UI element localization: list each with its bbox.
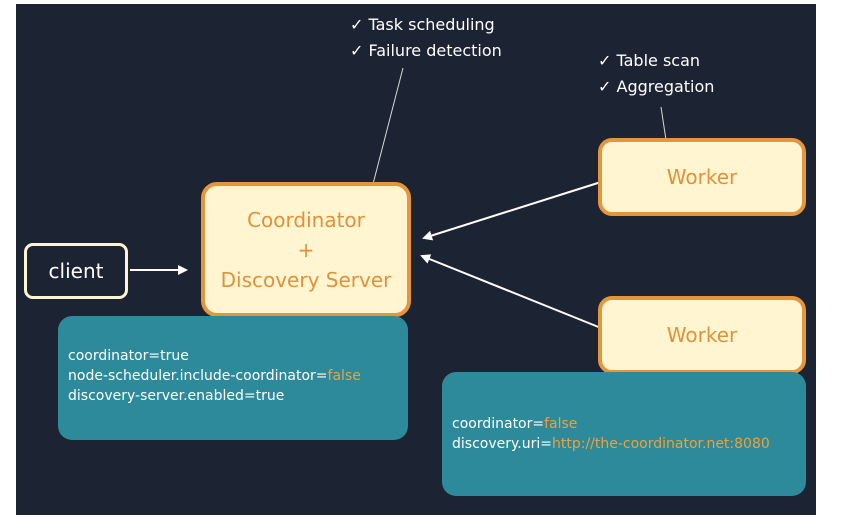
client-box: client bbox=[24, 243, 128, 299]
note-table-scan: ✓ Table scan bbox=[598, 51, 701, 70]
discovery-server-label: Discovery Server bbox=[220, 267, 392, 292]
config-line-discovery-uri: discovery.uri=http://the-coordinator.net… bbox=[452, 434, 806, 454]
coordinator-config-panel: coordinator=true node-scheduler.include-… bbox=[58, 316, 408, 440]
note-task-scheduling: ✓ Task scheduling bbox=[350, 15, 495, 34]
worker-label-2: Worker bbox=[666, 323, 738, 347]
coordinator-plus: + bbox=[297, 237, 315, 262]
note-failure-detection: ✓ Failure detection bbox=[350, 41, 502, 60]
connector-layer bbox=[130, 67, 667, 329]
config-line-discovery-server: discovery-server.enabled=true bbox=[68, 388, 285, 404]
config-value-false: false bbox=[544, 416, 578, 432]
client-label: client bbox=[48, 259, 104, 283]
worker-label-1: Worker bbox=[666, 165, 738, 189]
arrow-worker1-to-coordinator bbox=[422, 181, 602, 241]
coordinator-box: Coordinator + Discovery Server bbox=[201, 182, 411, 317]
arrow-worker2-to-coordinator bbox=[420, 254, 602, 329]
callout-line-coordinator bbox=[372, 67, 404, 185]
config-line-worker-coordinator: coordinator=false bbox=[452, 414, 806, 434]
config-value-false: false bbox=[327, 368, 361, 384]
note-aggregation: ✓ Aggregation bbox=[598, 77, 715, 96]
config-line-coordinator: coordinator=true bbox=[68, 348, 189, 364]
worker-config-panel: coordinator=false discovery.uri=http://t… bbox=[442, 372, 806, 496]
diagram-canvas: ✓ Task scheduling ✓ Failure detection ✓ … bbox=[16, 4, 816, 515]
config-value-uri: http://the-coordinator.net:8080 bbox=[551, 436, 770, 452]
coordinator-notes: ✓ Task scheduling ✓ Failure detection bbox=[350, 12, 502, 64]
worker-box-1: Worker bbox=[598, 138, 806, 216]
callout-line-worker bbox=[660, 106, 667, 141]
config-line-include-coordinator: node-scheduler.include-coordinator=false bbox=[68, 366, 408, 386]
config-key: node-scheduler.include-coordinator= bbox=[68, 368, 328, 384]
worker-box-2: Worker bbox=[598, 296, 806, 374]
config-key: discovery.uri= bbox=[452, 436, 552, 452]
worker-notes: ✓ Table scan ✓ Aggregation bbox=[598, 48, 714, 100]
coordinator-label: Coordinator bbox=[247, 207, 365, 232]
config-key: coordinator= bbox=[452, 416, 545, 432]
